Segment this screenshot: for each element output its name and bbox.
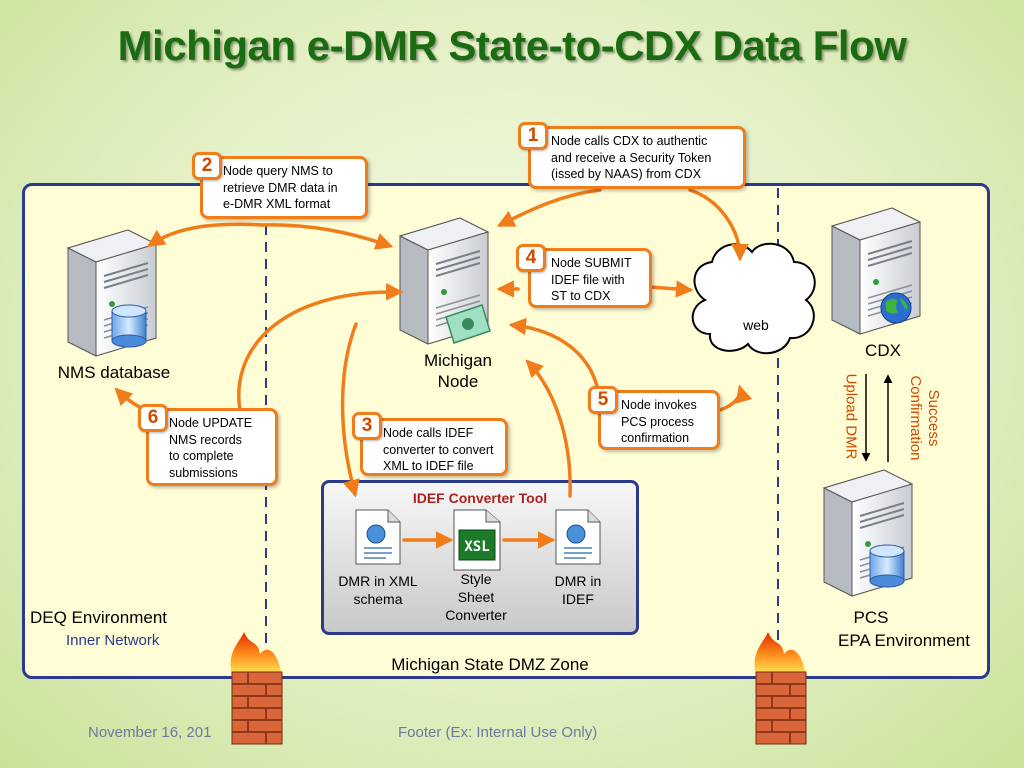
- success-confirmation-label: Success Confirmation: [907, 375, 942, 461]
- arrow-step2-to-node: [260, 223, 394, 250]
- globe-icon: [880, 292, 912, 324]
- step-badge-5: 5: [588, 386, 618, 414]
- arrow-step6-to-node: [237, 283, 404, 412]
- callout-step-2: Node query NMS to retrieve DMR data in e…: [200, 156, 368, 219]
- arrow-step2-to-nms: [147, 222, 264, 247]
- arrow-converter-to-node: [525, 359, 572, 498]
- arrow-step5-to-node: [508, 317, 600, 392]
- cloud-icon: [691, 242, 816, 354]
- converter-item-xsl: Style Sheet Converter: [445, 571, 507, 623]
- arrow-step4-to-web: [648, 280, 694, 298]
- database-icon: [111, 304, 147, 348]
- inner-network-label: Inner Network: [66, 632, 160, 649]
- web-label: web: [743, 317, 769, 333]
- callout-step-5: Node invokes PCS process confirmation: [598, 390, 720, 450]
- step-badge-6: 6: [138, 404, 168, 432]
- idef-document-icon: [555, 509, 601, 565]
- cdx-label: CDX: [865, 341, 901, 360]
- step-badge-3: 3: [352, 412, 382, 440]
- pcs-database-icon: [869, 544, 905, 588]
- converter-title: IDEF Converter Tool: [412, 490, 548, 506]
- callout-step-3: Node calls IDEF converter to convert XML…: [360, 418, 508, 476]
- dmz-zone-label: Michigan State DMZ Zone: [391, 655, 589, 674]
- upload-dmr-label: Upload DMR: [842, 373, 860, 460]
- xml-document-icon: [355, 509, 401, 565]
- arrow-step5-to-web: [718, 384, 753, 412]
- arrow-step1-to-web: [688, 188, 749, 262]
- deq-environment-label: DEQ Environment: [30, 608, 167, 627]
- firewall-icon: [754, 632, 807, 745]
- nms-database-label: NMS database: [57, 363, 171, 382]
- epa-environment-label: EPA Environment: [838, 631, 970, 650]
- converter-item-xml: DMR in XML schema: [338, 573, 418, 607]
- footer-text: Footer (Ex: Internal Use Only): [398, 724, 598, 741]
- arrow-node-to-converter: [340, 322, 360, 498]
- callout-step-4: Node SUBMIT IDEF file with ST to CDX: [528, 248, 652, 308]
- converter-item-idef: DMR in IDEF: [554, 573, 602, 607]
- callout-step-1: Node calls CDX to authentic and receive …: [528, 126, 746, 189]
- step-badge-2: 2: [192, 152, 222, 180]
- svg-text:XSL: XSL: [464, 539, 489, 555]
- michigan-node-label: Michigan Node: [423, 351, 493, 391]
- page-title: Michigan e-DMR State-to-CDX Data Flow: [117, 22, 907, 69]
- step-badge-4: 4: [516, 244, 546, 272]
- step-badge-1: 1: [518, 122, 548, 150]
- footer-date: November 16, 201: [88, 724, 212, 741]
- arrow-step1-to-node: [496, 188, 602, 227]
- pcs-label: PCS: [853, 608, 889, 627]
- callout-step-6: Node UPDATE NMS records to complete subm…: [146, 408, 278, 486]
- certificate-icon: [445, 304, 491, 344]
- firewall-icon: [230, 632, 283, 745]
- xsl-document-icon: XSL: [453, 509, 501, 571]
